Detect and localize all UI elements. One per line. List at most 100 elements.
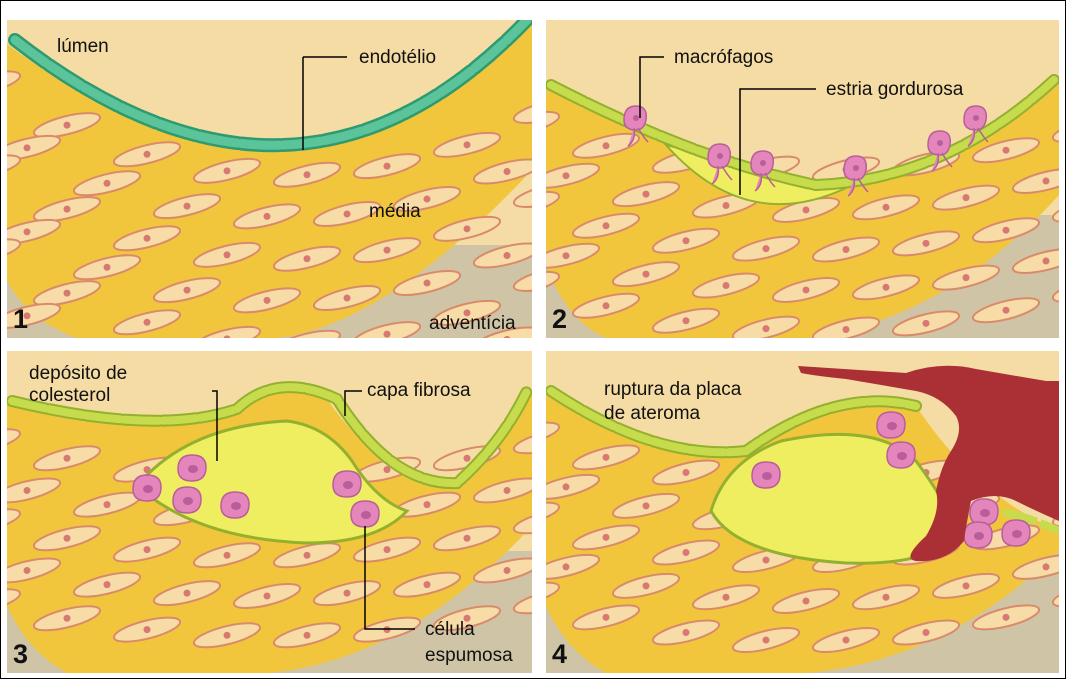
cell-nucleus bbox=[1003, 147, 1010, 154]
cell-nucleus bbox=[144, 151, 151, 158]
cell-nucleus bbox=[144, 319, 151, 326]
cell-nucleus bbox=[643, 502, 650, 509]
cell-nucleus bbox=[344, 211, 351, 218]
cell-nucleus bbox=[184, 590, 191, 597]
cell-nucleus bbox=[344, 590, 351, 597]
cell-nucleus bbox=[563, 483, 570, 490]
cell-nucleus bbox=[963, 274, 970, 281]
cell-nucleus bbox=[603, 142, 610, 149]
cell-nucleus bbox=[144, 235, 151, 242]
macrophage-nucleus bbox=[973, 115, 979, 121]
cell-nucleus bbox=[384, 247, 391, 254]
cell-nucleus bbox=[603, 534, 610, 541]
panel-number-4: 4 bbox=[552, 639, 567, 670]
cell-nucleus bbox=[224, 552, 231, 559]
foam-cell-nucleus bbox=[343, 481, 353, 489]
cell-nucleus bbox=[224, 251, 231, 258]
cell-nucleus bbox=[1003, 614, 1010, 621]
macrophage-nucleus bbox=[853, 165, 859, 171]
cell-nucleus bbox=[563, 172, 570, 179]
label-deposito-line1: depósito de bbox=[29, 363, 127, 385]
cell-nucleus bbox=[1043, 257, 1050, 264]
cell-nucleus bbox=[224, 632, 231, 639]
cell-nucleus bbox=[923, 320, 930, 327]
cell-nucleus bbox=[763, 245, 770, 252]
cell-nucleus bbox=[603, 222, 610, 229]
cell-nucleus bbox=[563, 563, 570, 570]
cell-nucleus bbox=[264, 213, 271, 220]
cell-nucleus bbox=[64, 122, 71, 129]
cell-nucleus bbox=[144, 626, 151, 633]
cell-nucleus bbox=[603, 302, 610, 309]
cell-nucleus bbox=[1043, 177, 1050, 184]
macrophage-nucleus bbox=[760, 160, 766, 166]
macrophage-nucleus bbox=[633, 115, 639, 121]
cell-nucleus bbox=[683, 469, 690, 476]
cell-nucleus bbox=[424, 581, 431, 588]
cell-nucleus bbox=[723, 282, 730, 289]
foam-cell-nucleus bbox=[188, 465, 198, 473]
foam-cell-nucleus bbox=[974, 532, 984, 540]
cell-nucleus bbox=[64, 615, 71, 622]
cell-nucleus bbox=[144, 546, 151, 553]
cell-nucleus bbox=[883, 284, 890, 291]
foam-cell-nucleus bbox=[1012, 530, 1022, 538]
cell-nucleus bbox=[603, 614, 610, 621]
cell-nucleus bbox=[763, 325, 770, 332]
cell-nucleus bbox=[424, 280, 431, 287]
panel-2-illustration bbox=[546, 20, 1059, 338]
cell-nucleus bbox=[344, 295, 351, 302]
cell-nucleus bbox=[304, 255, 311, 262]
cell-nucleus bbox=[64, 455, 71, 462]
cell-nucleus bbox=[683, 549, 690, 556]
label-endotelio: endotélio bbox=[359, 47, 436, 69]
cell-nucleus bbox=[803, 598, 810, 605]
label-adventicia: adventícia bbox=[429, 313, 516, 335]
cell-nucleus bbox=[1003, 307, 1010, 314]
label-ruptura-line1: ruptura da placa bbox=[604, 379, 741, 401]
cell-nucleus bbox=[883, 204, 890, 211]
panel-number-3: 3 bbox=[13, 639, 28, 670]
cell-nucleus bbox=[384, 331, 391, 338]
label-estria-gordurosa: estria gordurosa bbox=[826, 79, 963, 101]
cell-nucleus bbox=[384, 546, 391, 553]
cell-nucleus bbox=[563, 252, 570, 259]
cell-nucleus bbox=[1003, 227, 1010, 234]
cell-nucleus bbox=[64, 206, 71, 213]
label-celula-line1: célula bbox=[425, 619, 475, 641]
cell-nucleus bbox=[923, 629, 930, 636]
cell-nucleus bbox=[723, 594, 730, 601]
label-deposito-line2: colesterol bbox=[29, 385, 110, 407]
cell-nucleus bbox=[24, 144, 31, 151]
cell-nucleus bbox=[384, 163, 391, 170]
cell-nucleus bbox=[603, 454, 610, 461]
panel-4-rupture: ruptura da placa de ateroma 4 bbox=[546, 351, 1059, 673]
label-capa-fibrosa: capa fibrosa bbox=[367, 380, 471, 402]
macrophage-nucleus bbox=[717, 153, 723, 159]
label-media: média bbox=[369, 201, 421, 223]
cell-nucleus bbox=[424, 196, 431, 203]
panel-1-illustration bbox=[7, 20, 532, 338]
label-ruptura-line2: de ateroma bbox=[604, 403, 700, 425]
cell-nucleus bbox=[224, 167, 231, 174]
foam-cell-nucleus bbox=[231, 502, 241, 510]
cell-nucleus bbox=[24, 487, 31, 494]
cell-nucleus bbox=[723, 202, 730, 209]
panel-1-normal-artery: lúmen endotélio média adventícia 1 bbox=[7, 20, 532, 338]
cell-nucleus bbox=[304, 171, 311, 178]
cell-nucleus bbox=[923, 240, 930, 247]
cell-nucleus bbox=[64, 535, 71, 542]
cell-nucleus bbox=[304, 552, 311, 559]
cell-nucleus bbox=[683, 237, 690, 244]
foam-cell-nucleus bbox=[887, 422, 897, 430]
cell-nucleus bbox=[504, 252, 511, 259]
cell-nucleus bbox=[304, 632, 311, 639]
cell-nucleus bbox=[504, 567, 511, 574]
cell-nucleus bbox=[643, 582, 650, 589]
cell-nucleus bbox=[963, 194, 970, 201]
cell-nucleus bbox=[803, 206, 810, 213]
cell-nucleus bbox=[1043, 563, 1050, 570]
cell-nucleus bbox=[504, 168, 511, 175]
cell-nucleus bbox=[843, 326, 850, 333]
panel-2-fatty-streak: macrófagos estria gordurosa 2 bbox=[546, 20, 1059, 338]
